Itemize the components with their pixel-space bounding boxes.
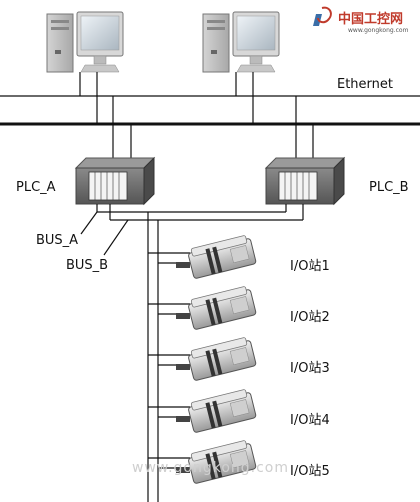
io-station-4-label: I/O站4 [290,413,330,428]
field-bus [80,204,304,502]
io-station-2-icon [175,284,257,331]
computer-left-icon [46,11,124,73]
io-station-4-icon [175,387,257,434]
io-station-3-icon [175,335,257,382]
io-station-1-label: I/O站1 [290,259,330,274]
ethernet-bus [0,72,420,160]
io-station-1-icon [175,233,257,280]
plc-a-label: PLC_A [16,180,56,195]
plc-b-icon [265,157,345,205]
logo-url: www.gongkong.com [348,27,409,34]
logo: 中国工控网 www.gongkong.com [313,6,409,34]
io-station-2-label: I/O站2 [290,310,330,325]
computer-right-icon [202,11,280,73]
plc-b-label: PLC_B [369,180,409,195]
watermark: www.gongkong.com [132,460,289,476]
bus-b-label: BUS_B [66,258,108,273]
plc-a-icon [75,157,155,205]
ethernet-label: Ethernet [337,77,393,92]
io-station-5-label: I/O站5 [290,464,330,479]
bus-a-label: BUS_A [36,233,78,248]
io-station-3-label: I/O站3 [290,361,330,376]
logo-text: 中国工控网 [338,11,403,27]
